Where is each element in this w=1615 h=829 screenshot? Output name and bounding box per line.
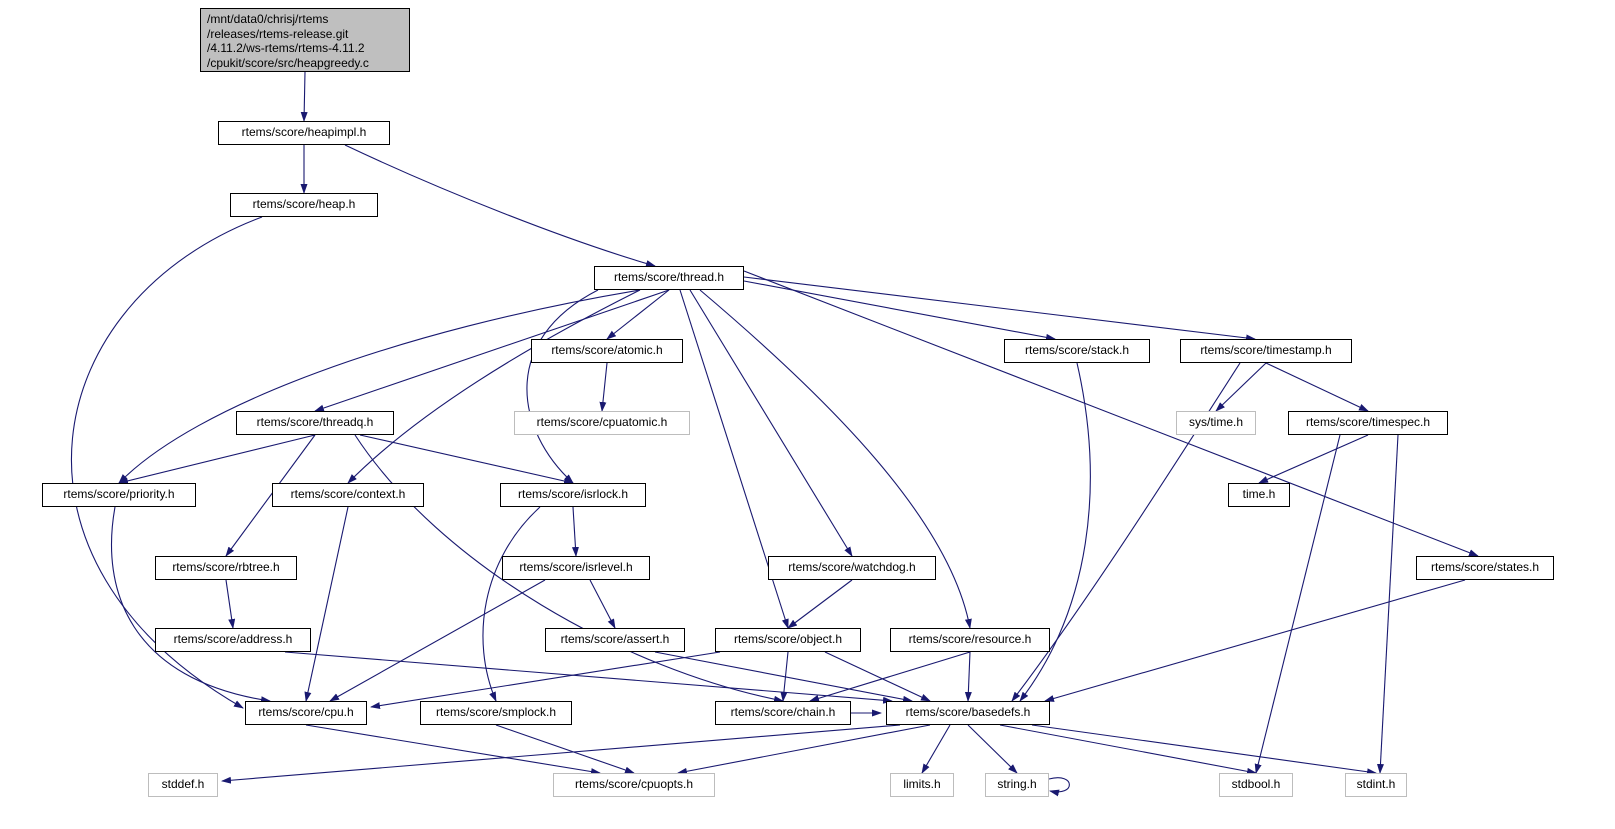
edge-isrlock-smplock [482,506,541,702]
node-basedefs[interactable]: rtems/score/basedefs.h [886,701,1050,725]
edge-isrlevel-assert [589,579,616,629]
edge-timespec-time [1258,434,1369,484]
edge-timestamp-timespec [1265,362,1369,412]
node-cpuatomic: rtems/score/cpuatomic.h [514,411,690,435]
edge-thread-watchdog [689,289,853,557]
edge-atomic-cpuatomic [599,362,608,412]
edge-object-cpu [370,651,721,710]
edge-timestamp-basedefs [1011,362,1241,702]
edge-thread-priority [118,289,641,484]
node-timespec[interactable]: rtems/score/timespec.h [1288,411,1448,435]
edge-cpu-cpuopts [305,724,601,776]
node-limits: limits.h [890,773,954,797]
edge-root-heapimpl [300,71,308,122]
edge-object-basedefs [824,651,931,702]
node-string: string.h [985,773,1049,797]
edge-heapimpl-thread [344,144,656,267]
edge-basedefs-stdint [1031,724,1377,776]
edge-basedefs-cpuopts [677,724,931,775]
edge-stack-basedefs [1019,362,1091,702]
node-threadq[interactable]: rtems/score/threadq.h [236,411,394,435]
node-chain[interactable]: rtems/score/chain.h [715,701,851,725]
edge-rbtree-address [225,579,236,629]
edge-isrlock-isrlevel [571,506,579,557]
edge-context-cpu [304,506,349,702]
node-object[interactable]: rtems/score/object.h [715,628,861,652]
edge-states-basedefs [1044,579,1466,702]
edge-resource-basedefs [964,651,972,702]
edge-threadq-isrlock [359,434,574,485]
edge-assert-basedefs [654,651,913,703]
edge-priority-cpu [111,506,271,704]
node-isrlock[interactable]: rtems/score/isrlock.h [500,483,646,507]
node-heap[interactable]: rtems/score/heap.h [230,193,378,217]
node-stdbool: stdbool.h [1219,773,1293,797]
edge-basedefs-string [967,724,1018,774]
node-systime: sys/time.h [1176,411,1256,435]
node-context[interactable]: rtems/score/context.h [272,483,424,507]
node-address[interactable]: rtems/score/address.h [155,628,311,652]
edge-thread-atomic [606,289,670,340]
edge-resource-chain [809,651,971,702]
edge-heap-cpu [71,216,263,709]
node-rbtree[interactable]: rtems/score/rbtree.h [155,556,297,580]
edge-timespec-stdbool [1254,434,1341,774]
edge-thread-resource [699,289,972,629]
node-resource[interactable]: rtems/score/resource.h [890,628,1050,652]
node-stack[interactable]: rtems/score/stack.h [1004,339,1150,363]
node-time[interactable]: time.h [1228,483,1290,507]
edge-thread-isrlock [526,289,599,484]
node-states[interactable]: rtems/score/states.h [1416,556,1554,580]
edge-threadq-priority [118,434,316,485]
edge-address-basedefs [284,651,893,704]
edge-timespec-stdint [1376,434,1399,774]
node-thread[interactable]: rtems/score/thread.h [594,266,744,290]
node-smplock[interactable]: rtems/score/smplock.h [420,701,572,725]
edge-thread-states [743,270,1479,557]
edge-thread-timestamp [743,276,1256,342]
edge-basedefs-stdbool [999,724,1257,775]
node-heapimpl[interactable]: rtems/score/heapimpl.h [218,121,390,145]
edge-threadq-rbtree [225,434,316,557]
node-stddef: stddef.h [148,773,218,797]
edge-string-string [1048,777,1070,797]
edge-basedefs-limits [921,724,951,774]
node-cpuopts: rtems/score/cpuopts.h [553,773,715,797]
edge-smplock-cpuopts [495,724,635,774]
edge-thread-threadq [314,289,670,412]
node-priority[interactable]: rtems/score/priority.h [42,483,196,507]
edge-basedefs-stddef [221,724,901,784]
node-watchdog[interactable]: rtems/score/watchdog.h [768,556,936,580]
node-cpu[interactable]: rtems/score/cpu.h [245,701,367,725]
node-isrlevel[interactable]: rtems/score/isrlevel.h [502,556,650,580]
edge-object-chain [780,651,789,702]
node-atomic[interactable]: rtems/score/atomic.h [531,339,683,363]
edge-watchdog-object [787,579,853,629]
edge-timestamp-systime [1215,362,1267,412]
edge-isrlevel-cpu [329,579,546,702]
node-timestamp[interactable]: rtems/score/timestamp.h [1180,339,1352,363]
node-assert[interactable]: rtems/score/assert.h [545,628,685,652]
node-stdint: stdint.h [1345,773,1407,797]
edge-thread-context [347,289,641,484]
node-root: /mnt/data0/chrisj/rtems /releases/rtems-… [200,8,410,72]
